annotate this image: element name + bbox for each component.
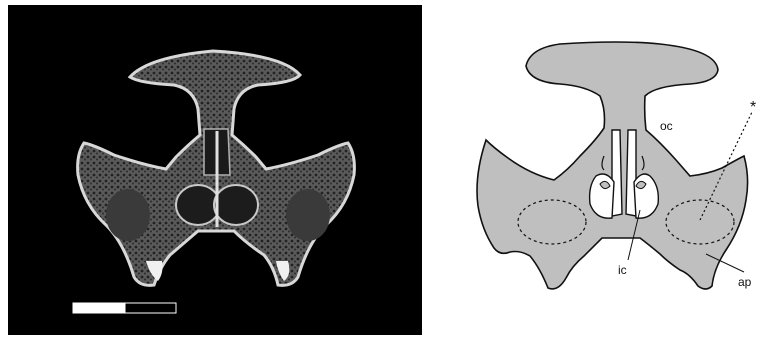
scale-bar-black-segment	[125, 303, 176, 313]
ct-scan-image	[8, 5, 422, 335]
scale-bar	[73, 303, 176, 313]
schematic-panel: oc * ic ap	[430, 0, 760, 340]
scale-bar-white-segment	[73, 303, 125, 313]
label-asterisk: *	[750, 99, 756, 116]
label-oc: oc	[660, 119, 673, 133]
schematic-outline	[477, 42, 752, 289]
ct-scan-panel	[8, 5, 422, 335]
label-ap: ap	[738, 275, 752, 289]
ct-bone-section	[78, 51, 355, 285]
label-ic: ic	[618, 263, 627, 277]
